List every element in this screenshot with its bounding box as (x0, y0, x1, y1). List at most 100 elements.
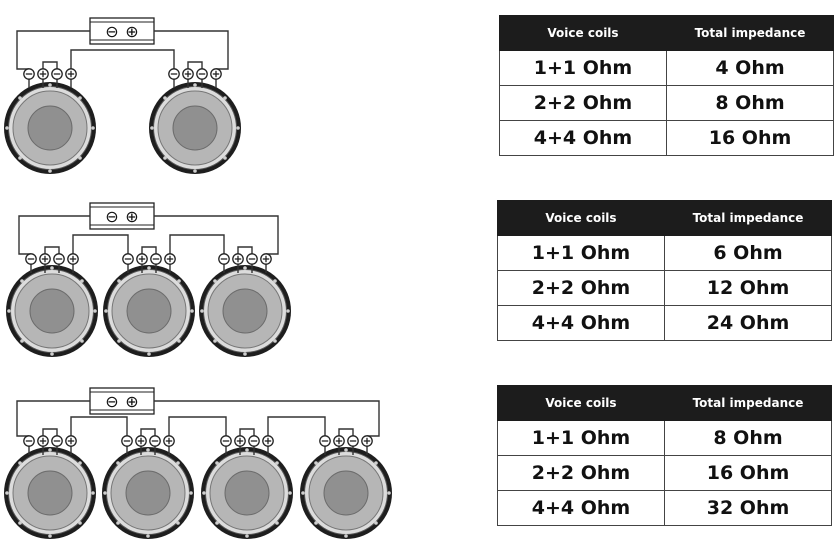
cell-total-impedance: 16 Ohm (666, 120, 834, 156)
mounting-hole (275, 461, 279, 465)
amp-minus-label: ⊖ (105, 392, 118, 411)
mounting-hole (78, 96, 82, 100)
mounting-hole (314, 461, 318, 465)
minus-terminal-icon (51, 68, 63, 80)
mounting-hole (245, 448, 249, 452)
minus-terminal-icon (168, 68, 180, 80)
header-total-impedance: Total impedance (664, 385, 832, 421)
amp-plus-label: ⊕ (125, 392, 138, 411)
minus-terminal-icon (51, 435, 63, 447)
speaker-dustcap (172, 105, 218, 151)
mounting-hole (20, 279, 24, 283)
wiring-group-4-speakers: ⊖⊕ (4, 387, 392, 539)
mounting-hole (387, 491, 391, 495)
mounting-hole (116, 461, 120, 465)
speaker-dustcap (125, 470, 171, 516)
plus-terminal-icon (37, 435, 49, 447)
wire (16, 400, 90, 437)
mounting-hole (286, 309, 290, 313)
wire (237, 246, 253, 254)
wire (169, 234, 225, 254)
amplifier-icon: ⊖⊕ (89, 17, 155, 45)
cell-total-impedance: 24 Ohm (664, 305, 832, 341)
wire (70, 49, 175, 69)
table-row: 1+1 Ohm 6 Ohm (497, 235, 832, 271)
header-total-impedance: Total impedance (664, 200, 832, 236)
wire (70, 416, 128, 436)
wire (267, 416, 326, 436)
header-voice-coils: Voice coils (499, 15, 667, 51)
minus-terminal-icon (347, 435, 359, 447)
amp-minus-label: ⊖ (105, 207, 118, 226)
wire (16, 30, 90, 70)
mounting-hole (177, 339, 181, 343)
wire (338, 428, 354, 436)
minus-terminal-icon (25, 253, 37, 265)
table-row: 2+2 Ohm 16 Ohm (497, 455, 832, 491)
cell-voice-coils: 4+4 Ohm (497, 305, 665, 341)
speaker-dustcap (27, 105, 73, 151)
amp-minus-label: ⊖ (105, 22, 118, 41)
mounting-hole (20, 339, 24, 343)
cell-voice-coils: 1+1 Ohm (497, 420, 665, 456)
mounting-hole (288, 491, 292, 495)
mounting-hole (104, 309, 108, 313)
cell-voice-coils: 2+2 Ohm (499, 85, 667, 121)
speaker-dustcap (222, 288, 268, 334)
mounting-hole (163, 96, 167, 100)
mounting-hole (80, 279, 84, 283)
cell-voice-coils: 2+2 Ohm (497, 455, 665, 491)
mounting-hole (146, 448, 150, 452)
table-row: 2+2 Ohm 8 Ohm (499, 85, 834, 121)
speaker-dustcap (27, 470, 73, 516)
minus-terminal-icon (150, 253, 162, 265)
wire (44, 246, 60, 254)
minus-terminal-icon (196, 68, 208, 80)
impedance-table-3-speakers: Voice coils Total impedance 1+1 Ohm 6 Oh… (497, 200, 832, 341)
cell-voice-coils: 4+4 Ohm (497, 490, 665, 526)
table-header-row: Voice coils Total impedance (497, 385, 832, 421)
mounting-hole (243, 352, 247, 356)
wiring-group-2-speakers: ⊖⊕ (4, 17, 241, 174)
cell-voice-coils: 1+1 Ohm (497, 235, 665, 271)
plus-terminal-icon (260, 253, 272, 265)
wire (72, 234, 129, 254)
minus-terminal-icon (149, 435, 161, 447)
minus-terminal-icon (121, 435, 133, 447)
table-row: 1+1 Ohm 8 Ohm (497, 420, 832, 456)
wire (140, 428, 156, 436)
mounting-hole (80, 339, 84, 343)
mounting-hole (273, 339, 277, 343)
mounting-hole (200, 309, 204, 313)
impedance-table-4-speakers: Voice coils Total impedance 1+1 Ohm 8 Oh… (497, 385, 832, 526)
plus-terminal-icon (163, 435, 175, 447)
mounting-hole (93, 309, 97, 313)
subwoofer-icon (6, 265, 98, 357)
mounting-hole (116, 521, 120, 525)
plus-terminal-icon (210, 68, 222, 80)
plus-terminal-icon (37, 68, 49, 80)
mounting-hole (5, 126, 9, 130)
mounting-hole (374, 461, 378, 465)
mounting-hole (147, 352, 151, 356)
mounting-hole (374, 521, 378, 525)
mounting-hole (18, 461, 22, 465)
header-total-impedance: Total impedance (666, 15, 834, 51)
mounting-hole (91, 126, 95, 130)
header-voice-coils: Voice coils (497, 200, 665, 236)
plus-terminal-icon (333, 435, 345, 447)
mounting-hole (273, 279, 277, 283)
header-voice-coils: Voice coils (497, 385, 665, 421)
mounting-hole (275, 521, 279, 525)
wire (154, 30, 229, 70)
table-row: 2+2 Ohm 12 Ohm (497, 270, 832, 306)
speaker-dustcap (323, 470, 369, 516)
plus-terminal-icon (232, 253, 244, 265)
subwoofer-icon (199, 265, 291, 357)
mounting-hole (223, 96, 227, 100)
subwoofer-icon (149, 82, 241, 174)
minus-terminal-icon (319, 435, 331, 447)
cell-total-impedance: 4 Ohm (666, 50, 834, 86)
cell-total-impedance: 8 Ohm (666, 85, 834, 121)
